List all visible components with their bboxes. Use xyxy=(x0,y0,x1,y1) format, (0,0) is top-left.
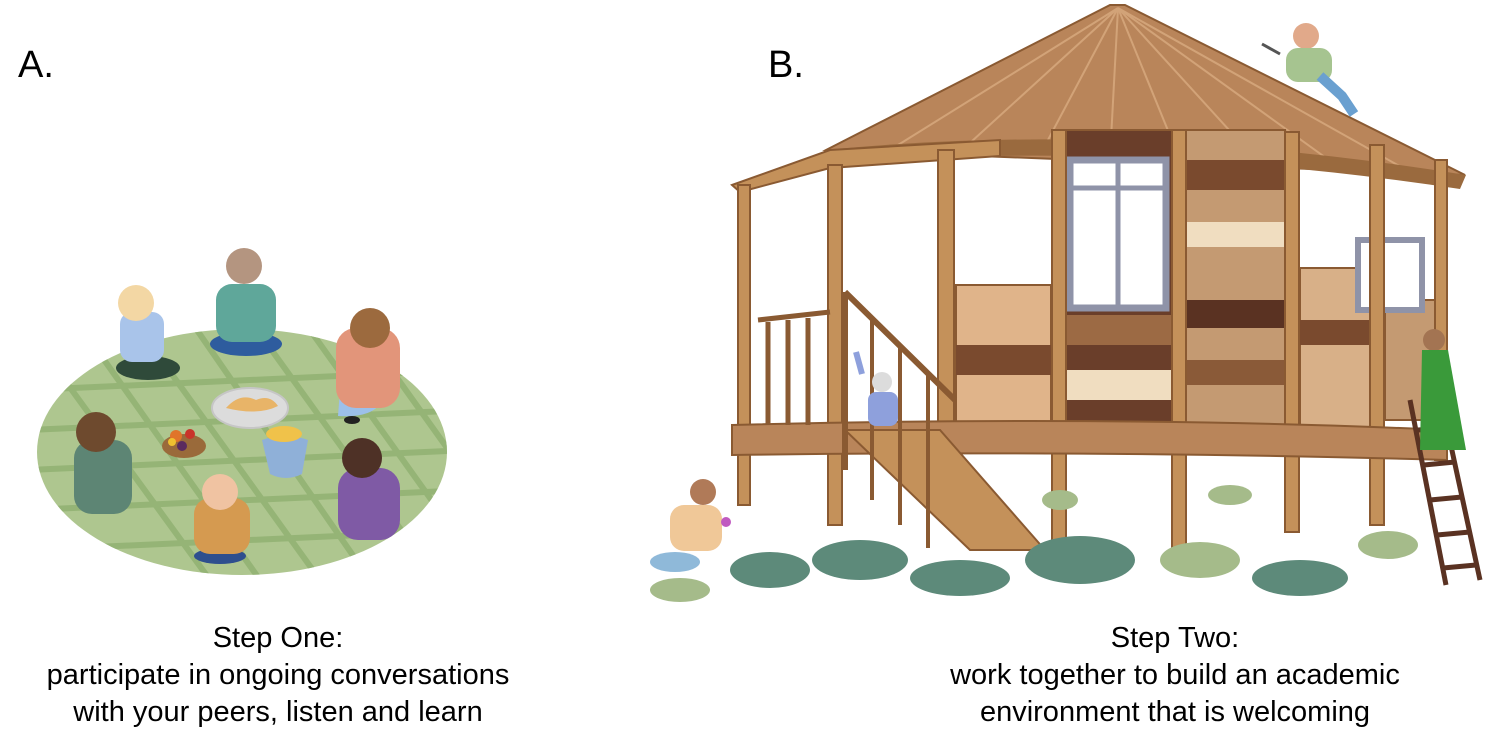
panel-b-caption-title: Step Two: xyxy=(1110,622,1240,654)
hammer-icon xyxy=(1261,42,1281,56)
porch-roof xyxy=(730,138,1001,194)
flower-icon xyxy=(721,517,731,527)
roof-worker xyxy=(1261,23,1359,117)
panel-a-caption-line-1: participate in ongoing conversations xyxy=(46,659,510,691)
bushes xyxy=(650,485,1418,602)
panel-a-caption: Step One: participate in ongoing convers… xyxy=(0,620,556,731)
person-5 xyxy=(194,474,250,564)
bread xyxy=(226,397,278,412)
gardener xyxy=(650,479,731,572)
panel-b-caption: Step Two: work together to build an acad… xyxy=(880,620,1470,731)
panel-b-label: B. xyxy=(768,44,804,86)
cabin-walls xyxy=(955,129,1436,431)
panel-a-caption-line-2: with your peers, listen and learn xyxy=(73,696,483,728)
person-1 xyxy=(116,285,180,380)
porch-railing xyxy=(757,309,831,425)
bowl xyxy=(262,436,308,478)
person-6 xyxy=(338,438,400,540)
panel-a-caption-title: Step One: xyxy=(212,622,344,654)
porch-worker xyxy=(853,351,898,426)
cabin-building-illustration xyxy=(650,4,1483,602)
person-2 xyxy=(210,248,282,356)
panel-b-caption-line-1: work together to build an academic xyxy=(950,659,1400,691)
panel-b-caption-line-2: environment that is welcoming xyxy=(979,696,1371,728)
ladder-worker xyxy=(1420,329,1466,450)
person-4 xyxy=(74,412,132,514)
picnic-circle-illustration xyxy=(37,248,447,575)
panel-a-label: A. xyxy=(18,44,54,86)
deck xyxy=(731,420,1448,462)
stairs xyxy=(842,289,1048,551)
person-3 xyxy=(336,308,400,424)
